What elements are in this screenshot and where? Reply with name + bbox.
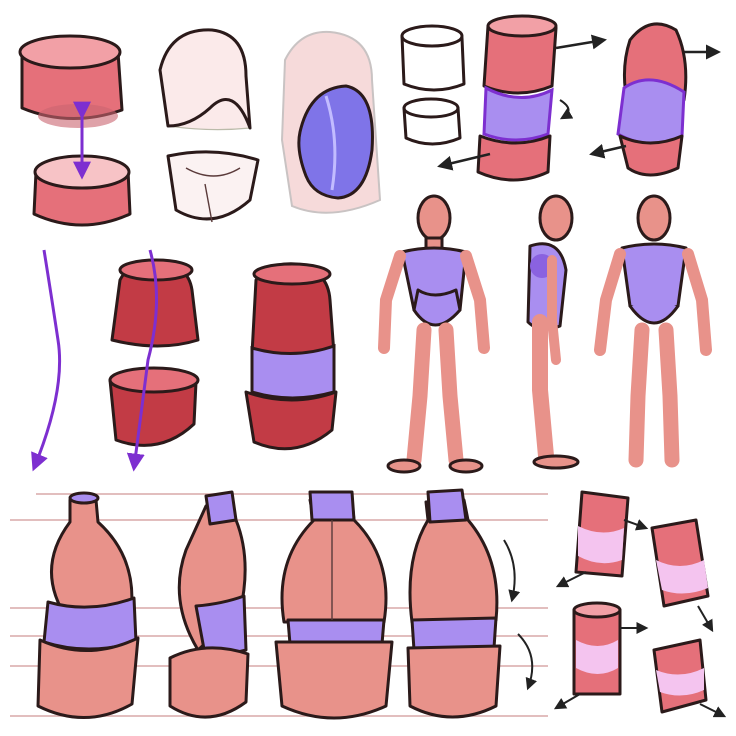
torso-pose-1 (36, 491, 140, 719)
sketch-torso-forms (158, 28, 260, 223)
mannequin-front-side-back (378, 194, 712, 474)
tilted-cylinder-pairs (553, 490, 727, 718)
bean-torso-poses (36, 488, 537, 720)
mannequin-side (526, 194, 580, 470)
torso-pose-4 (406, 488, 537, 719)
mannequin-front (378, 194, 490, 474)
red-bean-torsos (108, 249, 338, 472)
split-cylinders (18, 34, 132, 227)
torso-pose-2 (168, 490, 250, 719)
arrow-cylinders (400, 14, 721, 182)
torso-pose-3 (274, 490, 394, 720)
mannequin-back (594, 194, 712, 468)
spine-curves (31, 249, 62, 472)
bean-torso-overlay (280, 30, 382, 214)
